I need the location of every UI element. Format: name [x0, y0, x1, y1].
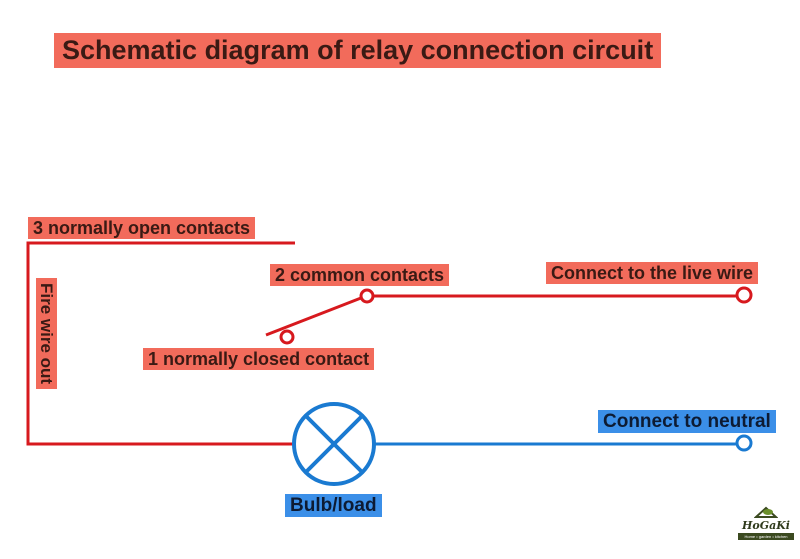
- live-wire-label: Connect to the live wire: [546, 262, 759, 284]
- diagram-title: Schematic diagram of relay connection ci…: [54, 33, 662, 68]
- neutral-terminal: [735, 434, 753, 452]
- common-contact-terminal: [359, 288, 375, 304]
- normally-closed-terminal: [279, 329, 295, 345]
- relay-switch-arm: [265, 296, 362, 337]
- house-leaf-icon: [754, 506, 778, 518]
- bulb-icon: [292, 402, 376, 486]
- normally-closed-label: 1 normally closed contact: [143, 348, 375, 370]
- bulb-label: Bulb/load: [285, 494, 382, 517]
- neutral-label: Connect to neutral: [598, 410, 776, 433]
- common-contact-label: 2 common contacts: [270, 264, 450, 286]
- logo-tagline: Home • garden • kitchen: [738, 533, 794, 540]
- normally-open-label: 3 normally open contacts: [28, 217, 256, 239]
- fire-wire-label: Fire wire out: [36, 278, 57, 390]
- live-wire-terminal: [735, 286, 753, 304]
- logo-name: HoGaKi: [742, 519, 790, 532]
- brand-logo: HoGaKi Home • garden • kitchen: [738, 505, 794, 547]
- fire-wire-out: [26, 241, 295, 446]
